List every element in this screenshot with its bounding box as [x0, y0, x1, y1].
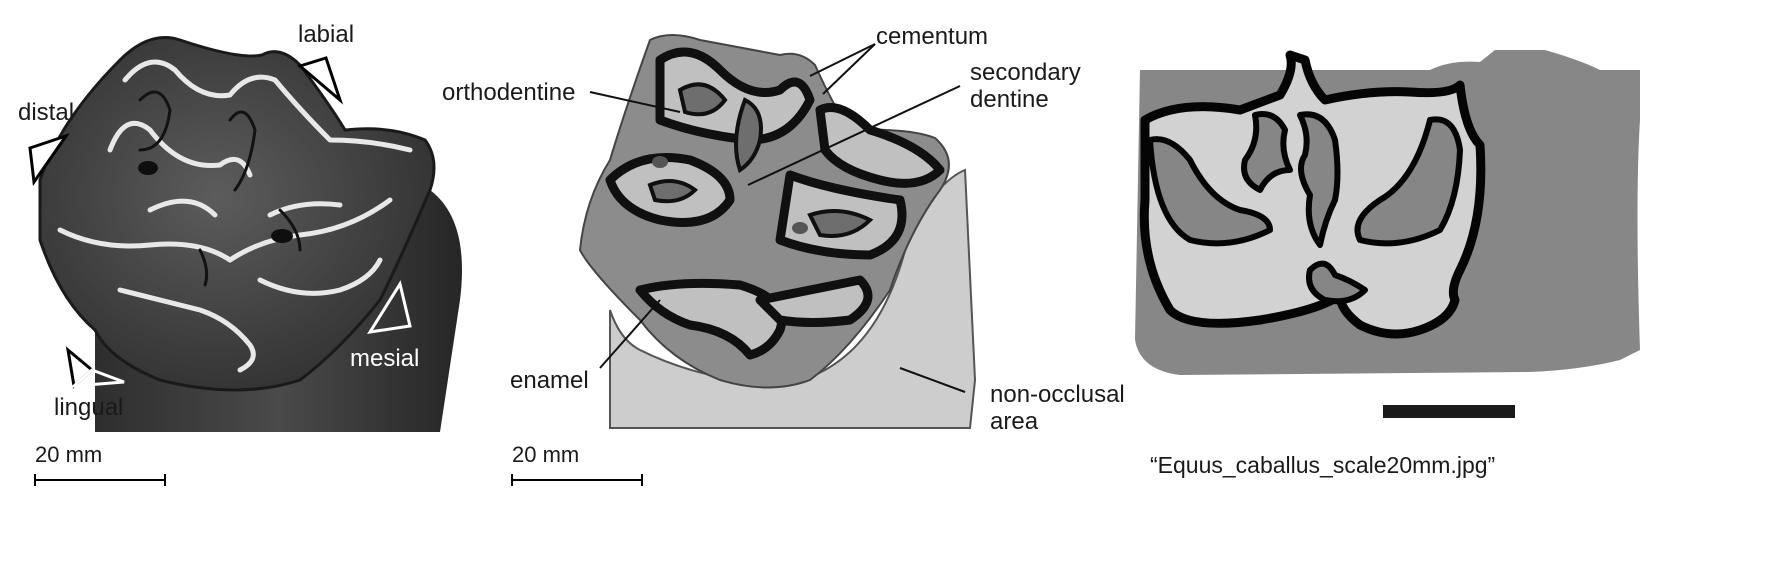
tooth-illustration [511, 34, 977, 486]
leader-cementum-b [822, 43, 876, 95]
scale-bar-2 [511, 474, 643, 486]
label-dentine: dentine [970, 86, 1049, 113]
label-mesial: mesial [350, 345, 420, 372]
filename-caption: “Equus_caballus_scale20mm.jpg” [1150, 452, 1496, 478]
scale-bar-1 [34, 474, 166, 486]
label-secondary: secondary [970, 59, 1081, 86]
label-distal: distal [18, 99, 75, 126]
leader-enamel [599, 299, 661, 369]
tooth-photo [28, 36, 462, 486]
scale-label-1: 20 mm [35, 442, 103, 467]
label-non-occlusal: non-occlusal [990, 381, 1125, 408]
leader-orthodentine [589, 91, 681, 113]
label-area: area [990, 408, 1039, 435]
mesial-triangle-icon [367, 280, 412, 334]
photo-panel: labial distal mesial lingual 20 mm [0, 0, 580, 561]
scale-label-2: 20 mm [512, 442, 580, 467]
distal-triangle-icon [28, 133, 70, 187]
scale-bar-3 [1383, 405, 1515, 418]
leader-secondary-dentine [747, 85, 961, 186]
label-lingual: lingual [54, 394, 124, 421]
annotated-panel: cementum orthodentine secondary dentine … [442, 0, 1280, 561]
segmented-tooth [1135, 50, 1640, 418]
segmented-panel: “Equus_caballus_scale20mm.jpg” [1135, 0, 1773, 561]
label-cementum: cementum [876, 23, 989, 50]
leader-cementum-a [809, 43, 876, 77]
lingual-triangle-light-icon [69, 368, 125, 388]
label-orthodentine: orthodentine [442, 79, 576, 106]
labial-triangle-icon [296, 56, 344, 105]
label-labial: labial [298, 21, 355, 48]
label-enamel: enamel [510, 367, 589, 394]
leader-non-occlusal [899, 367, 966, 393]
